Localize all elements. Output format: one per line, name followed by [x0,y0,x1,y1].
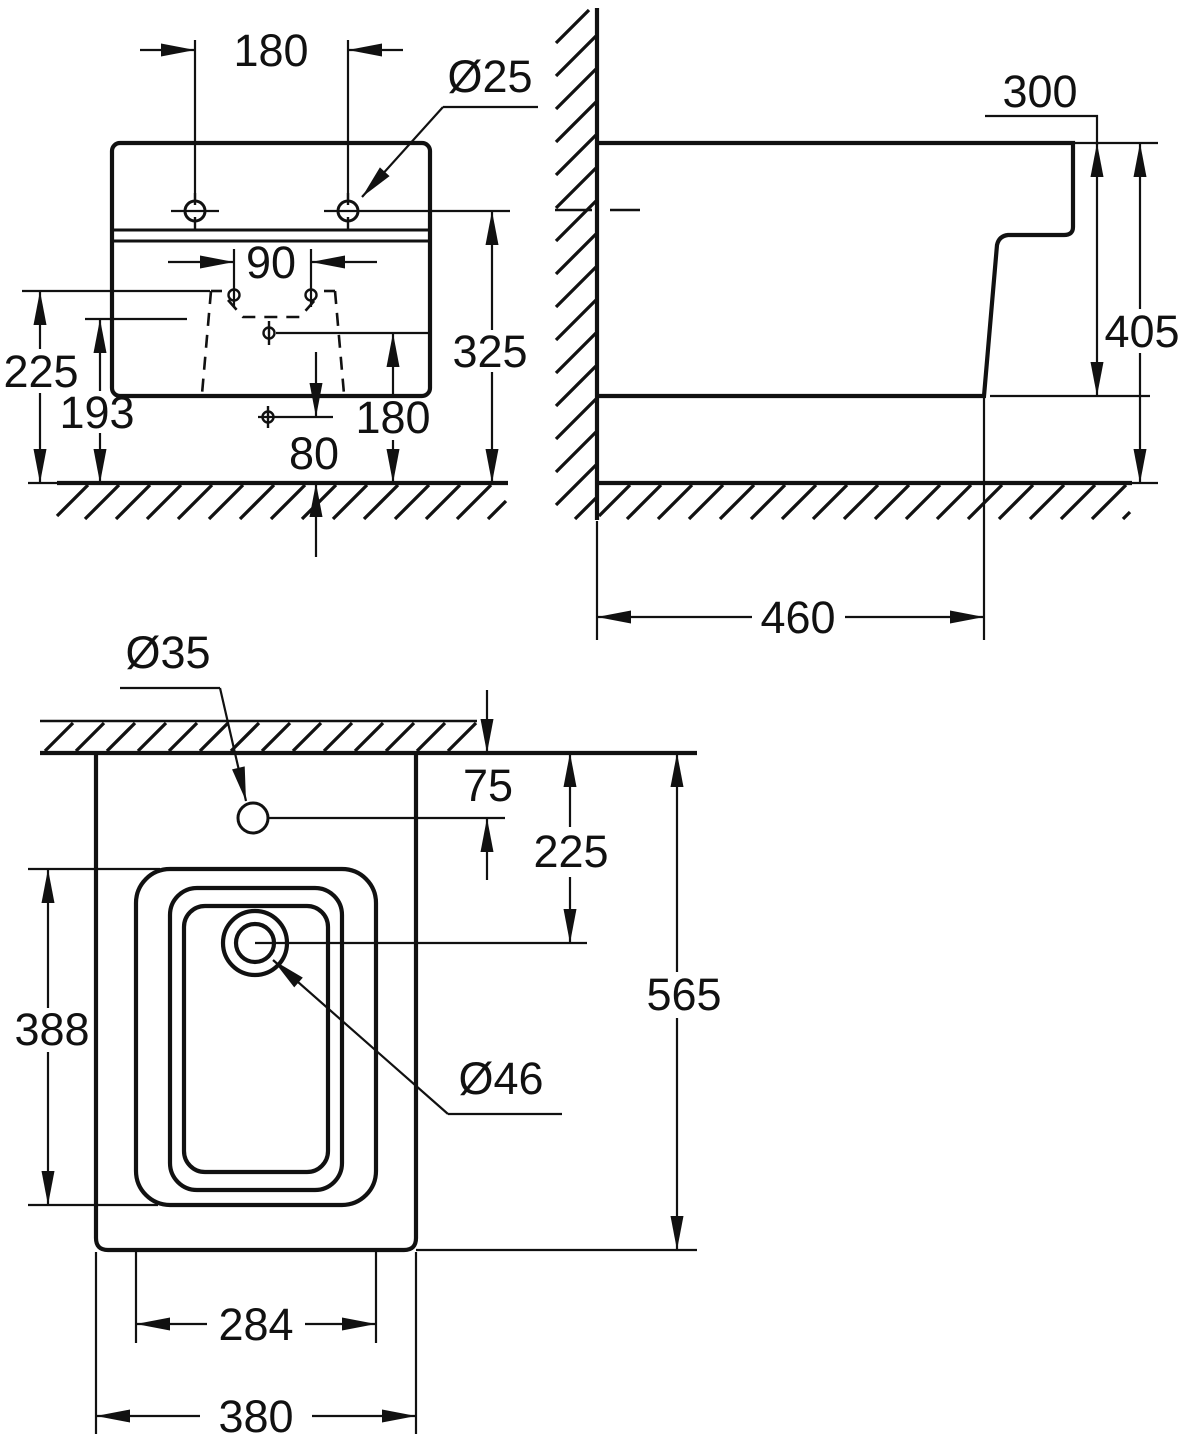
front-mounting-holes [171,193,510,229]
front-fixing-holes: 90 [168,237,377,307]
side-body-profile [597,140,1076,399]
front-drain-hole [262,321,430,345]
dim-body-height: 300 [985,66,1150,398]
dim-body-depth: 460 [595,398,986,643]
front-floor-hatch [55,483,508,521]
dim-basin-length: 388 [14,867,160,1207]
dim-label-388: 388 [14,1004,89,1055]
tap-hole [236,801,270,835]
dim-label-405: 405 [1104,306,1179,357]
dim-drain-height: 180 [355,333,431,483]
dim-drain-offset: 225 [533,753,609,943]
dim-label-180-bottom: 180 [355,392,430,443]
dim-label-325: 325 [452,326,527,377]
dim-fixing-hole-height: 225 [3,289,210,483]
dim-total-projection: 565 [416,753,722,1252]
dim-label-o25: Ø25 [447,51,532,102]
dim-outlet-height: 80 [289,352,339,557]
dim-label-300: 300 [1002,66,1077,117]
dim-label-193: 193 [59,387,134,438]
dim-label-284: 284 [218,1299,293,1350]
hidden-drain-funnel [200,289,346,395]
front-view: 180 Ø25 90 [3,25,538,557]
dim-tap-hole-offset: 75 [463,690,513,880]
front-body-outline [109,140,433,399]
side-view: 300 405 460 [554,8,1180,643]
dim-label-225-top: 225 [533,826,608,877]
side-floor-hatch [597,483,1132,521]
leader-tap-hole: Ø35 [120,627,248,802]
dim-label-180-top: 180 [233,25,308,76]
dim-top-hole-height: 325 [452,211,528,483]
dim-label-225-front: 225 [3,346,78,397]
top-view: Ø35 Ø46 75 225 565 [14,627,721,1438]
leader-hole-diameter: Ø25 [361,51,538,198]
front-outlet-hole [258,406,333,428]
dim-total-height: 405 [1073,141,1180,483]
dim-label-80: 80 [289,428,339,479]
dim-total-width: 380 [94,1252,418,1438]
side-wall-hatch [554,8,598,521]
plan-wall-hatch [43,721,478,753]
dim-label-75: 75 [463,760,513,811]
basin-outer-rim [133,866,379,1208]
dim-top-hole-spacing: 180 [140,25,403,200]
dim-label-90: 90 [246,237,296,288]
dim-basin-width: 284 [134,1252,378,1350]
dim-throat-height: 193 [59,317,187,483]
dim-label-565: 565 [646,969,721,1020]
plan-body-outline [93,753,419,1253]
dim-label-o46: Ø46 [458,1053,543,1104]
basin-inner-rim [181,903,331,1175]
dim-label-380: 380 [218,1391,293,1438]
leader-drain-hole: Ø46 [272,959,562,1116]
dim-label-o35: Ø35 [125,627,210,678]
basin-middle-rim [167,885,345,1193]
dim-label-460: 460 [760,592,835,643]
